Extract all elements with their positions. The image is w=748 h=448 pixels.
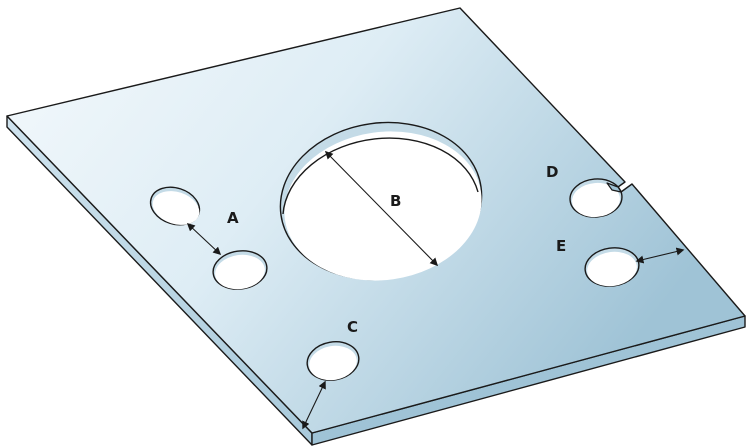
label-a: A [227,209,239,227]
notch [606,182,622,193]
label-b: B [390,192,401,210]
hole-a-lower [212,250,268,290]
label-e: E [556,237,566,255]
hole-d [569,178,623,218]
label-c: C [347,318,358,336]
dimension-arrow-e [635,247,685,264]
label-d: D [546,163,558,181]
dimension-arrow-c [302,380,326,430]
hole-a-upper [149,186,201,226]
dimension-arrow-a [186,222,222,256]
dimension-arrow-b [324,150,439,267]
hole-c [306,341,360,381]
hole-e [584,247,640,287]
